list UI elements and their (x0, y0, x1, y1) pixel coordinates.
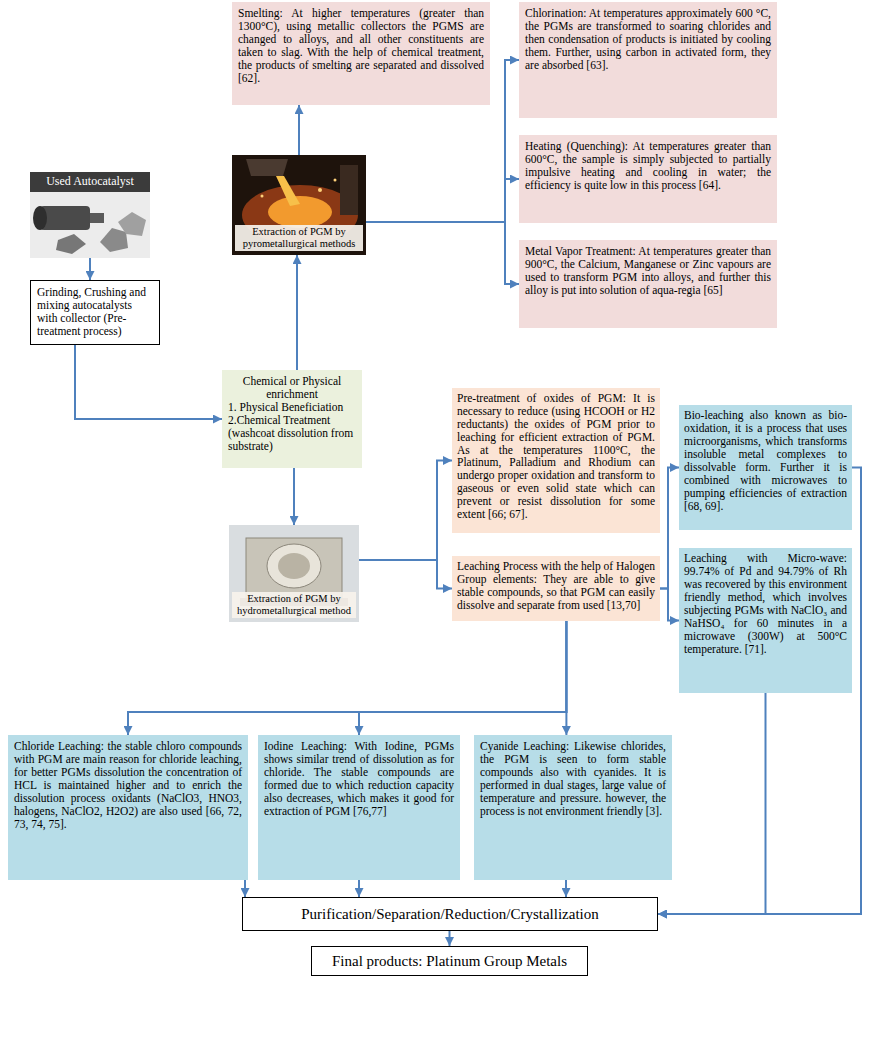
box-text: Cyanide Leaching: Likewise chlorides, th… (480, 740, 666, 818)
molten-metal (268, 196, 332, 228)
machine-drum (267, 544, 321, 588)
spark (261, 195, 264, 198)
box-text: Bio-leaching also known as bio-oxidation… (684, 409, 847, 513)
connector-arrow (366, 222, 519, 284)
box-text: 2.Chemical Treatment (washcoat dissoluti… (228, 414, 356, 453)
image-box: Extraction of PGM by pyrometallurgical m… (232, 155, 366, 255)
connector-arrow (658, 468, 861, 915)
method-box: Leaching with Micro-wave: 99.74% of Pd a… (679, 548, 852, 693)
image-box: Used Autocatalyst (30, 172, 150, 258)
connector-arrow (293, 468, 295, 525)
ladle (246, 159, 288, 176)
converter-pipe (90, 213, 104, 223)
box-text: Iodine Leaching: With Iodine, PGMs shows… (264, 740, 454, 818)
catalyst-chunk (100, 228, 128, 252)
connector-arrow (658, 693, 766, 914)
connector-arrow (565, 621, 567, 735)
connector-arrow (75, 345, 222, 419)
method-box: Cyanide Leaching: Likewise chlorides, th… (474, 735, 672, 880)
spark (318, 188, 322, 192)
box-text: Leaching Process with the help of Haloge… (457, 560, 655, 612)
connector-arrow (366, 179, 519, 222)
box-text: Extraction of PGM by pyrometallurgical m… (235, 225, 363, 251)
box-text: Chemical or Physical enrichment (228, 375, 356, 401)
box-text: Metal Vapor Treatment: At temperatures g… (525, 245, 771, 297)
photo-ground (232, 155, 366, 255)
connector-arrow (359, 560, 452, 589)
box-text: Grinding, Crushing and mixing autocataly… (37, 286, 153, 338)
connector-arrow (296, 255, 298, 370)
process-box: Grinding, Crushing and mixing autocataly… (30, 280, 160, 345)
method-box: Metal Vapor Treatment: At temperatures g… (519, 240, 777, 328)
box-text: Final products: Platinum Group Metals (318, 952, 581, 970)
method-box: Chloride Leaching: the stable chloro com… (8, 735, 248, 880)
connector-arrow (565, 880, 567, 897)
connector-arrow (449, 931, 451, 946)
box-text: Pre-treatment of oxides of PGM: It is ne… (457, 392, 655, 521)
box-text: Used Autocatalyst (32, 174, 148, 190)
box-text: Extraction of PGM by hydrometallurgical … (232, 592, 356, 618)
box-text: Smelting: At higher temperatures (greate… (238, 7, 484, 85)
method-box: Heating (Quenching): At temperatures gre… (519, 135, 777, 223)
machine-drum-core (278, 553, 310, 579)
result-box: Purification/Separation/Reduction/Crysta… (242, 897, 658, 931)
connector-arrow (359, 621, 566, 735)
photo-band (30, 172, 150, 192)
photo-ground (30, 172, 150, 258)
box-text: Leaching with Micro-wave: 99.74% of Pd a… (684, 552, 847, 656)
method-box: Iodine Leaching: With Iodine, PGMs shows… (258, 735, 460, 880)
connector-arrow (358, 880, 360, 897)
connector-arrow (244, 880, 246, 897)
result-box: Final products: Platinum Group Metals (311, 946, 588, 976)
converter-body (40, 206, 90, 230)
connector-arrow (89, 258, 91, 280)
connector-arrow (298, 105, 300, 155)
metal-stream (276, 176, 300, 206)
box-text: Purification/Separation/Reduction/Crysta… (249, 905, 651, 923)
process-box: Chemical or Physical enrichment1. Physic… (222, 370, 362, 468)
method-box: Bio-leaching also known as bio-oxidation… (679, 405, 852, 530)
method-box: Leaching Process with the help of Haloge… (452, 556, 660, 621)
box-text: Chloride Leaching: the stable chloro com… (14, 740, 242, 831)
connector-arrow (359, 461, 452, 561)
machine-body (246, 538, 342, 598)
converter-end (33, 206, 47, 230)
method-box: Pre-treatment of oxides of PGM: It is ne… (452, 388, 660, 533)
method-box: Smelting: At higher temperatures (greate… (232, 2, 490, 105)
box-text: Chlorination: At temperatures approximat… (525, 7, 771, 72)
connector-arrow (128, 621, 566, 735)
photo-ground (229, 525, 359, 622)
method-box: Chlorination: At temperatures approximat… (519, 2, 777, 118)
image-box: Extraction of PGM by hydrometallurgical … (229, 525, 359, 622)
catalyst-chunk (56, 234, 86, 254)
furnace-wall (340, 165, 358, 215)
box-text: 1. Physical Beneficiation (228, 401, 356, 414)
box-text: Heating (Quenching): At temperatures gre… (525, 140, 771, 192)
connector-arrow (660, 468, 679, 589)
spark (334, 179, 337, 182)
connector-arrow (660, 589, 679, 621)
catalyst-chunk (118, 212, 146, 236)
